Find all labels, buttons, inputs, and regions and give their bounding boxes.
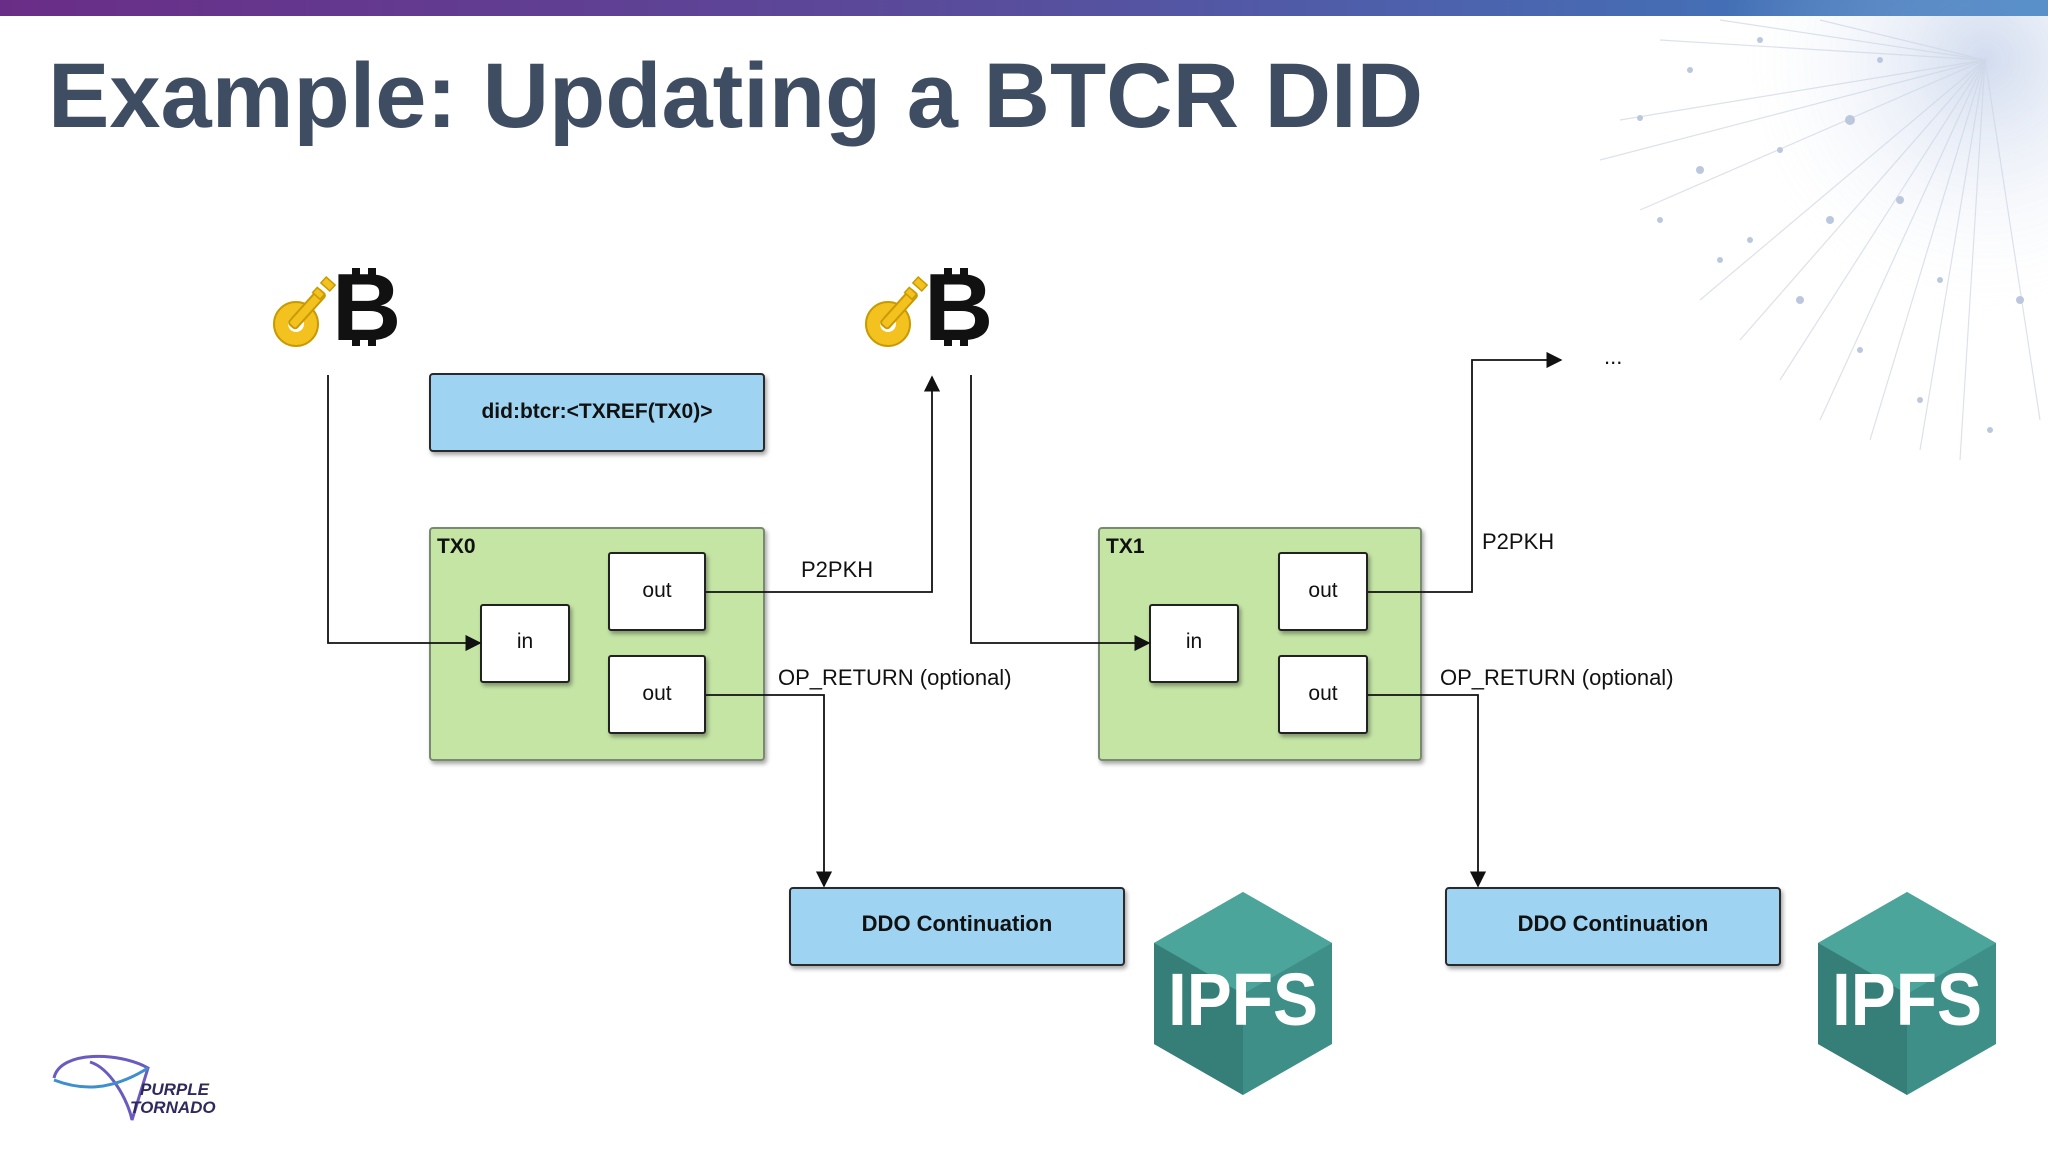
tx1-in-box: in [1149, 604, 1239, 683]
did-box: did:btcr:<TXREF(TX0)> [429, 373, 765, 452]
tx1-out-bottom-box: out [1278, 655, 1368, 734]
page-title: Example: Updating a BTCR DID [48, 45, 1424, 147]
key-icon [865, 275, 929, 347]
svg-text:out: out [642, 579, 671, 602]
ddo-continuation-box: DDO Continuation [789, 887, 1125, 966]
svg-text:TORNADO: TORNADO [130, 1098, 216, 1117]
svg-text:B: B [924, 254, 993, 361]
op-return-label: OP_RETURN (optional) [1440, 665, 1674, 690]
ddo-continuation-box: DDO Continuation [1445, 887, 1781, 966]
svg-text:IPFS: IPFS [1168, 958, 1318, 1041]
top-accent-bar [0, 0, 2048, 16]
svg-text:out: out [642, 682, 671, 705]
tx0-out-top-box: out [608, 552, 706, 631]
ipfs-logo: IPFS [1818, 892, 1996, 1095]
arrow-key-to-tx1-in [970, 375, 1151, 652]
p2pkh-label: P2PKH [1482, 529, 1554, 554]
svg-text:out: out [1308, 579, 1337, 602]
key-icon [273, 275, 337, 347]
p2pkh-label: P2PKH [801, 557, 873, 582]
svg-text:PURPLE: PURPLE [140, 1080, 210, 1099]
arrow-tx0-op-return [706, 694, 833, 888]
tx0-out-bottom-box: out [608, 655, 706, 734]
svg-text:DDO Continuation: DDO Continuation [862, 911, 1053, 936]
arrow-tx1-p2pkh [1368, 351, 1563, 593]
bitcoin-icon: B [332, 254, 401, 361]
tx0-in-box: in [480, 604, 570, 683]
ipfs-logo: IPFS [1154, 892, 1332, 1095]
svg-text:IPFS: IPFS [1832, 958, 1982, 1041]
svg-text:in: in [1186, 630, 1202, 653]
arrow-tx0-p2pkh [706, 375, 941, 593]
svg-text:TX0: TX0 [437, 535, 476, 558]
svg-text:in: in [517, 630, 533, 653]
svg-text:B: B [332, 254, 401, 361]
bitcoin-icon: B [924, 254, 993, 361]
svg-text:TX1: TX1 [1106, 535, 1145, 558]
svg-text:DDO Continuation: DDO Continuation [1518, 911, 1709, 936]
svg-text:did:btcr:<TXREF(TX0)>: did:btcr:<TXREF(TX0)> [481, 400, 712, 423]
purple-tornado-logo: PURPLE TORNADO [52, 1054, 216, 1121]
starburst-decoration [1599, 0, 2048, 461]
arrow-key-to-tx0-in [327, 375, 482, 652]
ellipsis-label: ... [1604, 344, 1622, 369]
arrow-tx1-op-return [1368, 694, 1487, 888]
svg-text:out: out [1308, 682, 1337, 705]
connector-lines [327, 351, 1563, 888]
tx1-box: TX1 [1098, 527, 1422, 761]
op-return-label: OP_RETURN (optional) [778, 665, 1012, 690]
tx1-out-top-box: out [1278, 552, 1368, 631]
